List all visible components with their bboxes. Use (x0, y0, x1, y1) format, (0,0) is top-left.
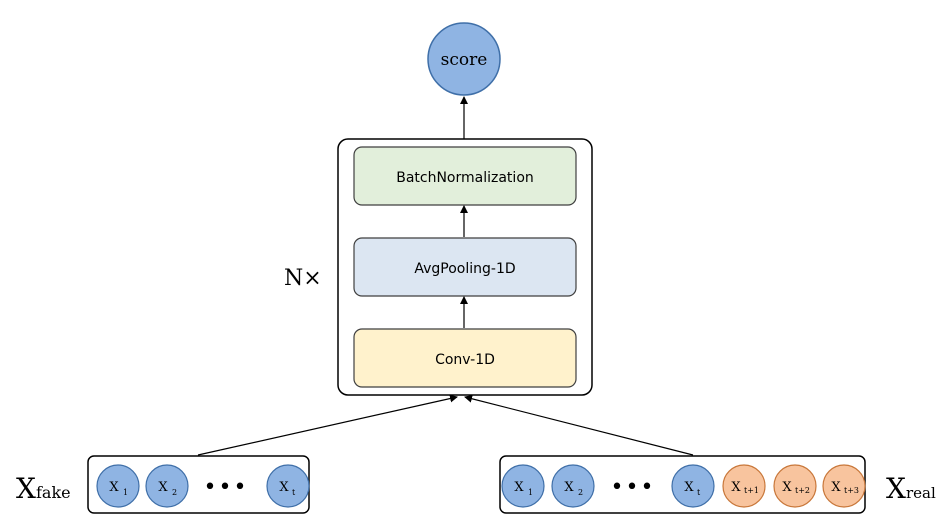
svg-text:2: 2 (172, 488, 177, 497)
input-node-real-xt: X t (671, 464, 715, 508)
svg-text:X: X (158, 480, 168, 495)
svg-text:t+2: t+2 (795, 486, 810, 495)
arrow-fake-to-block (197, 394, 458, 456)
svg-text:X: X (514, 480, 524, 495)
svg-text:X: X (731, 480, 741, 495)
svg-text:1: 1 (123, 488, 128, 497)
score-node: score (427, 22, 501, 96)
svg-text:X: X (564, 480, 574, 495)
svg-text:t: t (697, 488, 701, 497)
input-node-fake-xt: X t (266, 464, 310, 508)
svg-text:t+1: t+1 (744, 486, 759, 495)
input-node-real-x1: X 1 (501, 464, 545, 508)
layer-batchnorm-label: BatchNormalization (396, 170, 534, 186)
svg-text:X: X (684, 480, 694, 495)
svg-text:t: t (292, 488, 296, 497)
layer-avgpooling-label: AvgPooling-1D (414, 261, 515, 277)
svg-text:X: X (16, 472, 36, 505)
svg-text:fake: fake (36, 483, 71, 502)
svg-text:1: 1 (528, 488, 533, 497)
svg-text:X: X (886, 472, 906, 505)
layer-conv1d-label: Conv-1D (435, 352, 495, 368)
score-label: score (441, 50, 488, 70)
svg-text:X: X (279, 480, 289, 495)
input-node-fake-x2: X 2 (145, 464, 189, 508)
arrow-real-to-block (464, 394, 694, 456)
label-x-fake: X fake (16, 472, 71, 505)
layer-avgpooling: AvgPooling-1D (353, 237, 577, 297)
svg-text:X: X (782, 480, 792, 495)
input-node-real-xt1: X t+1 (722, 464, 766, 508)
layer-conv1d: Conv-1D (353, 328, 577, 388)
input-node-real-xt2: X t+2 (773, 464, 817, 508)
svg-text:2: 2 (578, 488, 583, 497)
input-group-real: X 1 X 2 ••• X t X t+1 X t+2 X t+3 (499, 455, 866, 514)
input-node-real-x2: X 2 (551, 464, 595, 508)
layer-batchnorm: BatchNormalization (353, 146, 577, 206)
input-group-fake: X 1 X 2 ••• X t (87, 455, 310, 514)
input-node-real-xt3: X t+3 (822, 464, 866, 508)
ellipsis-fake: ••• (204, 475, 249, 500)
svg-text:real: real (906, 484, 936, 502)
svg-text:t+3: t+3 (844, 486, 859, 495)
repeat-label: N× (284, 266, 322, 291)
label-x-real: X real (886, 472, 936, 505)
svg-text:X: X (831, 480, 841, 495)
ellipsis-real: ••• (611, 475, 656, 500)
input-node-fake-x1: X 1 (96, 464, 140, 508)
svg-text:X: X (109, 480, 119, 495)
